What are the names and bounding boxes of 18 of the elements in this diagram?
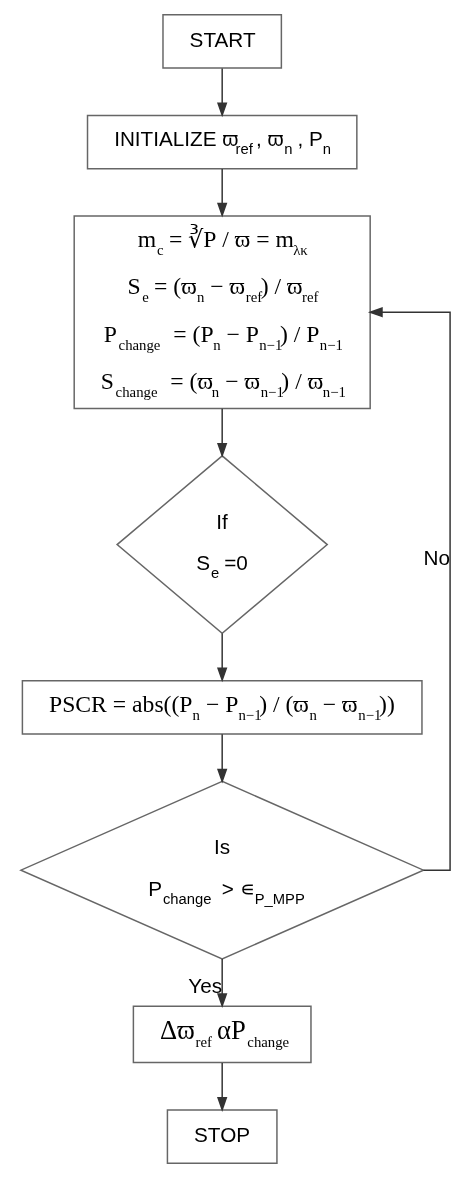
- node-box: START: [162, 14, 283, 69]
- arrow: [217, 408, 228, 458]
- arrow: [217, 958, 228, 1008]
- node-box: Δϖ$_{ref}$ αP$_{change}$: [132, 1005, 312, 1064]
- arrow: [217, 67, 228, 118]
- arrow: [217, 632, 228, 683]
- arrow: [367, 307, 451, 871]
- node-box: PSCR = abs((P$_{n}$ − P$_{n−1}$) / (ϖ$_{n}$ − ϖ$_{n−1}$)): [21, 680, 423, 735]
- edge-label: Yes: [188, 974, 223, 998]
- edge-label: No: [423, 545, 450, 569]
- arrow: [217, 1062, 228, 1112]
- arrow: [217, 168, 228, 218]
- node-diamond: If S$_{e}$ =0: [115, 454, 329, 635]
- node-box: STOP: [166, 1109, 278, 1164]
- arrow: [217, 733, 228, 784]
- node-box: INITIALIZE ϖ$_{ref}$ , ϖ$_{n}$ , P$_{n}$: [86, 114, 358, 170]
- node-box: m$_{c}$ = ∛P / ϖ = m$_{λκ}$ S$_{e}$ = (ϖ$_{n}$ − ϖ$_{ref}$) / ϖ$_{ref}$ P$_{change}$ = (P$_{n}$ − P$_{n−1}$) / P$_{n−1}$ S$_{change}$ = (ϖ$_{n}$ − ϖ$_{n−1}$) / ϖ$_{n−1}$: [73, 215, 371, 410]
- node-diamond: Is P$_{change}$ > ∊$_{P_MPP}$: [19, 780, 426, 960]
